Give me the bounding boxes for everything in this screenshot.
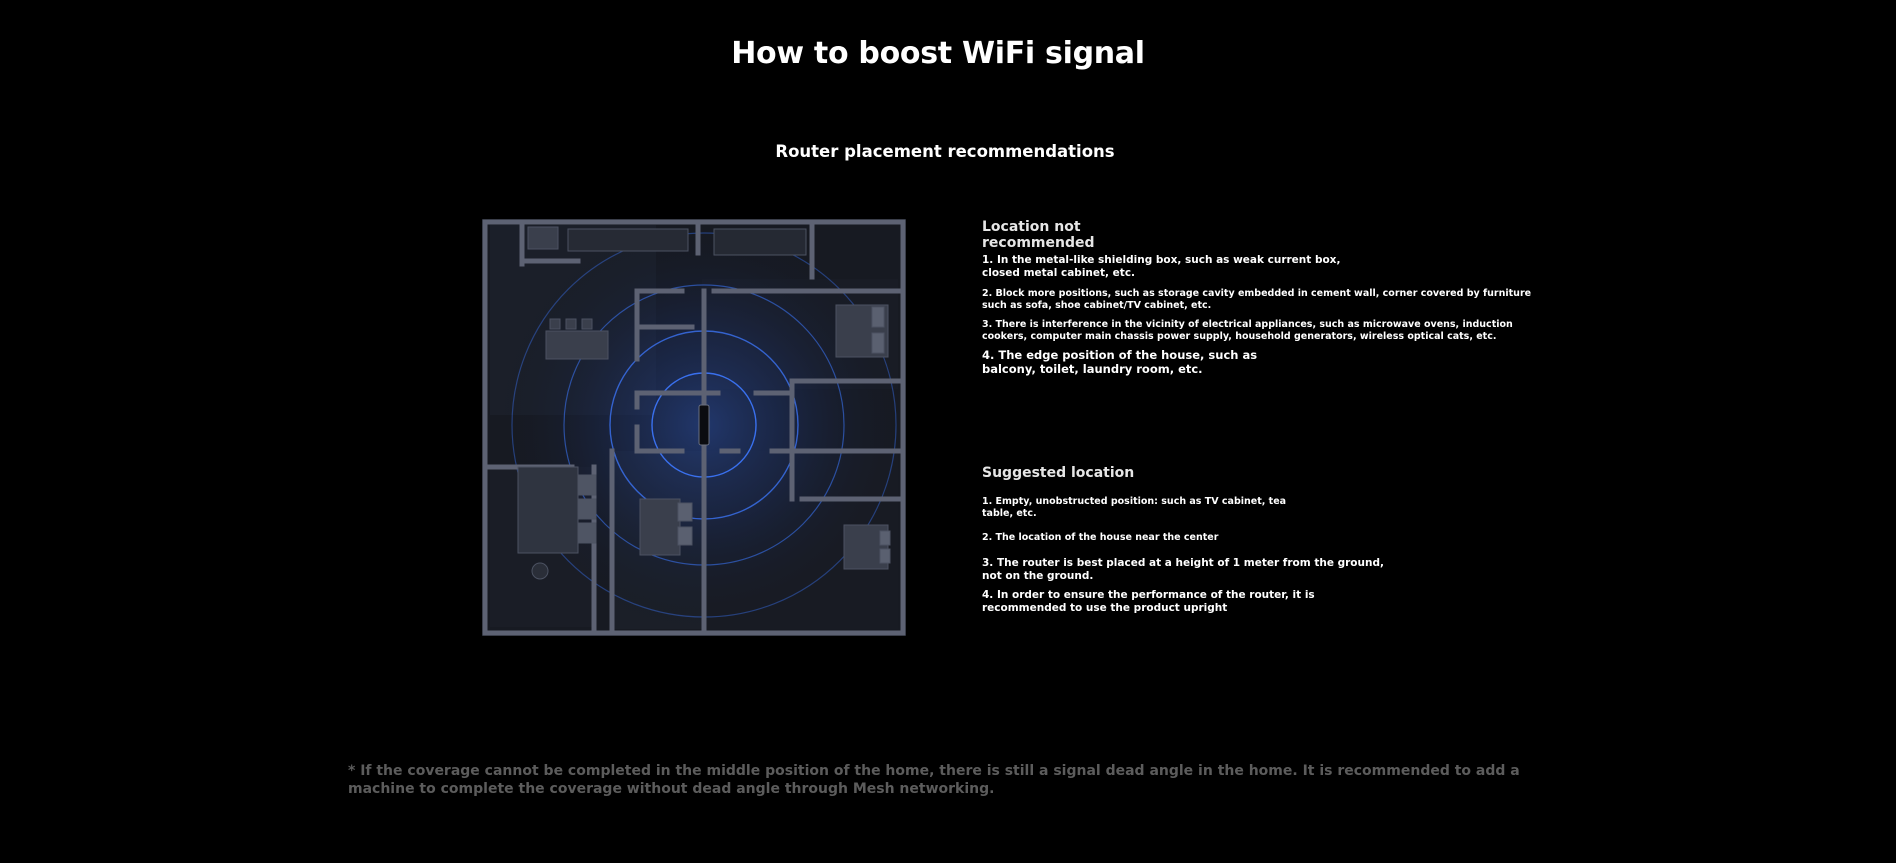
suggested-item-1: 1. Empty, unobstructed position: such as… [982,496,1287,519]
page-title: How to boost WiFi signal [731,36,1145,71]
not-recommended-item-2: 2. Block more positions, such as storage… [982,288,1532,311]
suggested-item-4: 4. In order to ensure the performance of… [982,589,1315,614]
footnote: * If the coverage cannot be completed in… [348,763,1520,797]
floor-plan-image [482,219,906,636]
section-subtitle: Router placement recommendations [775,142,1115,161]
not-recommended-item-3: 3. There is interference in the vicinity… [982,319,1513,342]
not-recommended-item-4: 4. The edge position of the house, such … [982,348,1258,376]
suggested-heading: Suggested location [982,465,1135,481]
not-recommended-item-1: 1. In the metal-like shielding box, such… [982,254,1341,279]
not-recommended-heading: Location not recommended [982,219,1095,251]
suggested-item-3: 3. The router is best placed at a height… [982,557,1384,582]
suggested-item-2: 2. The location of the house near the ce… [982,532,1219,543]
